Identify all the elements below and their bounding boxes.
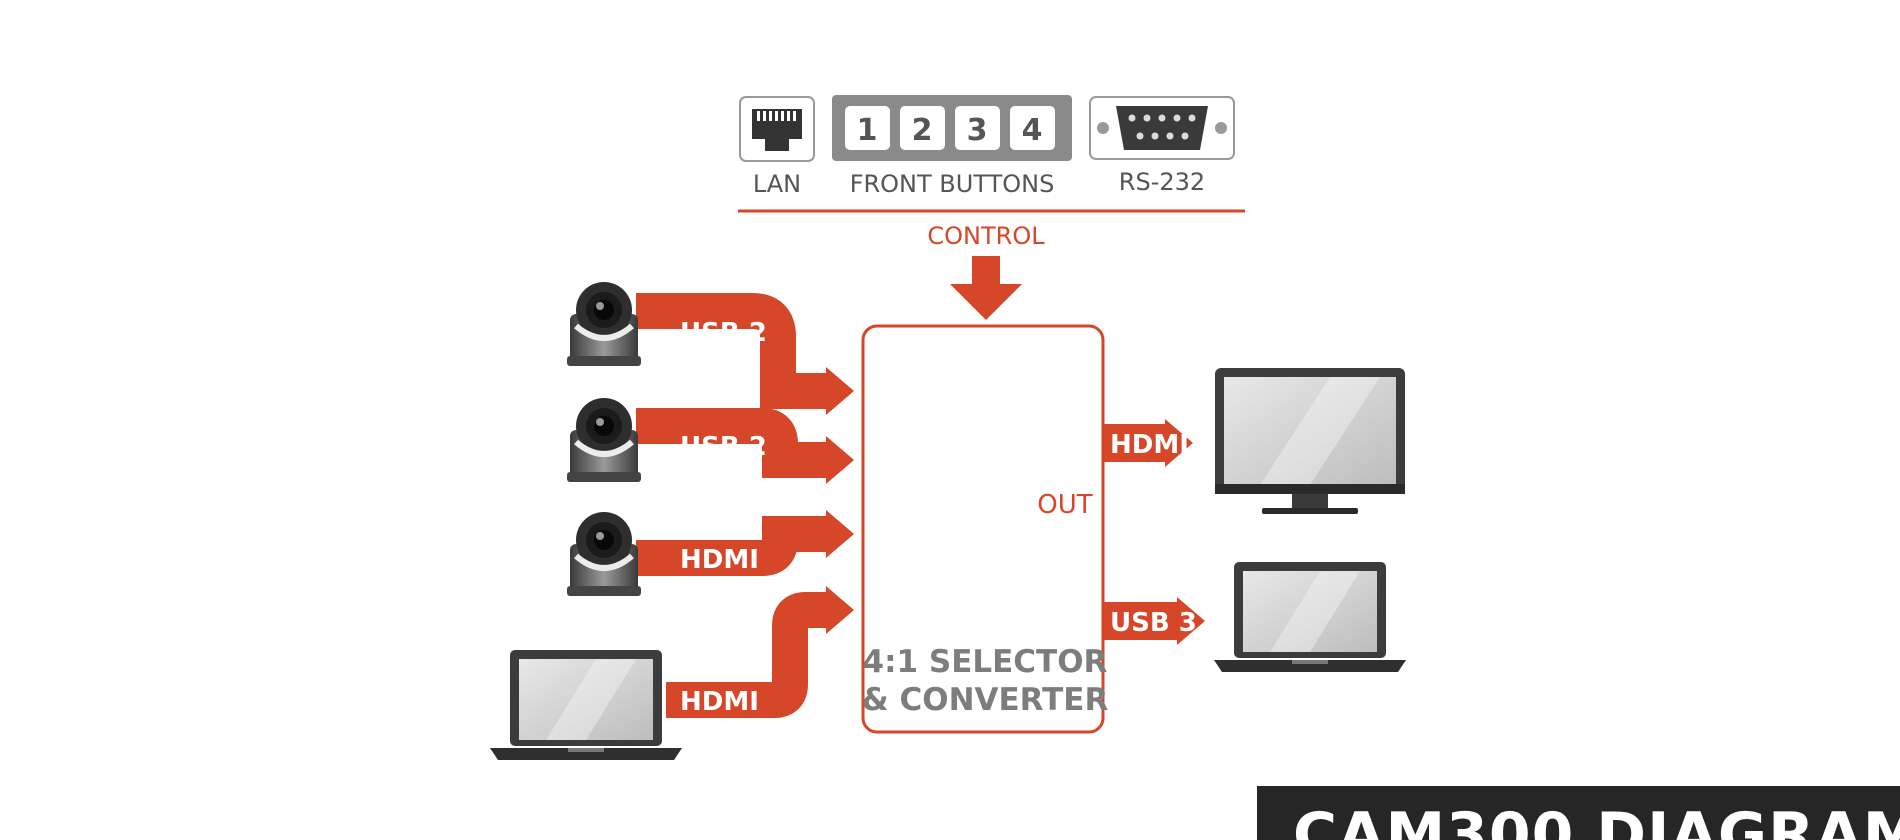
- screw-right-icon: [1215, 122, 1227, 134]
- ptz-camera-icon: [567, 282, 641, 366]
- selector-name-line1: 4:1 SELECTOR: [863, 644, 1108, 680]
- ptz-camera-icon: [567, 398, 641, 482]
- control-label: CONTROL: [927, 222, 1045, 250]
- monitor-icon: [1215, 368, 1405, 514]
- front-button-1-label: 1: [857, 113, 878, 148]
- output-2-label: USB 3: [1110, 608, 1197, 638]
- input-2: USB 2: [567, 398, 854, 484]
- input-4-label: HDMI: [680, 687, 759, 717]
- input-1-arrow-icon: [826, 367, 854, 415]
- laptop-icon: [1214, 562, 1406, 672]
- front-button-1: 1: [845, 106, 890, 150]
- selector-name-line2: & CONVERTER: [862, 682, 1109, 718]
- output-1-cable: [1103, 424, 1167, 462]
- screw-left-icon: [1097, 122, 1109, 134]
- input-4-cable: [666, 592, 828, 718]
- ethernet-tab-icon: [765, 139, 789, 151]
- front-buttons-label: FRONT BUTTONS: [850, 170, 1055, 198]
- input-4-arrow-icon: [826, 586, 854, 634]
- laptop-icon: [490, 650, 682, 760]
- input-3-cable: [636, 516, 828, 576]
- diagram-title: CAM300 DIAGRAM: [1293, 800, 1900, 840]
- front-button-2-label: 2: [912, 113, 933, 148]
- input-1-cable: [636, 293, 828, 409]
- selector-box: [861, 324, 1105, 734]
- output-1-label: HDMI: [1110, 430, 1189, 460]
- title-bar: CAM300 DIAGRAM: [1257, 786, 1900, 840]
- db9-connector-icon: [1116, 106, 1208, 150]
- input-2-label: USB 2: [680, 432, 767, 462]
- input-4: HDMI: [490, 586, 854, 760]
- rs232-label: RS-232: [1119, 168, 1205, 196]
- input-2-arrow-icon: [826, 436, 854, 484]
- lan-port: [739, 96, 815, 162]
- front-button-3: 3: [955, 106, 1000, 150]
- front-buttons-panel: 1 2 3 4: [832, 95, 1072, 161]
- front-button-4: 4: [1010, 106, 1055, 150]
- output-1: HDMI: [1103, 368, 1405, 514]
- input-1-label: USB 2: [680, 318, 767, 348]
- ptz-camera-icon: [567, 512, 641, 596]
- front-button-4-label: 4: [1022, 113, 1043, 148]
- rs232-port: [1089, 96, 1235, 160]
- input-3-label: HDMI: [680, 545, 759, 575]
- front-button-3-label: 3: [967, 113, 988, 148]
- front-button-2: 2: [900, 106, 945, 150]
- input-1: USB 2: [567, 282, 854, 415]
- output-2-cable: [1103, 602, 1179, 640]
- lan-label: LAN: [753, 170, 801, 198]
- input-3-arrow-icon: [826, 510, 854, 558]
- output-2: USB 3: [1103, 562, 1406, 672]
- out-label: OUT: [1037, 490, 1092, 520]
- input-3: HDMI: [567, 510, 854, 596]
- input-2-cable: [636, 408, 828, 478]
- control-arrow: [950, 256, 1022, 320]
